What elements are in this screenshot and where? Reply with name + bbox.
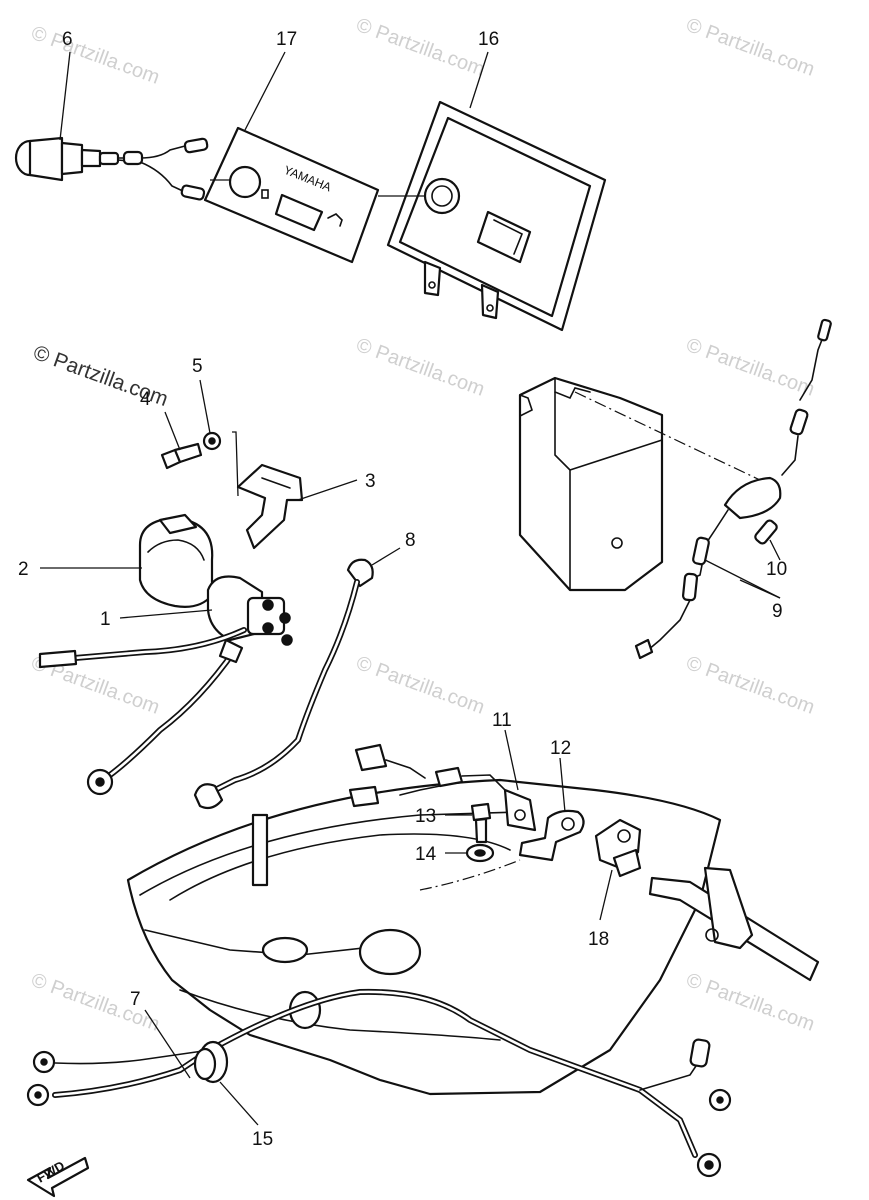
screw[interactable]: [470, 802, 492, 844]
callout-7: 7: [130, 989, 141, 1010]
washer-lower[interactable]: [465, 843, 495, 863]
cdi-lead[interactable]: [634, 318, 832, 660]
cdi-unit[interactable]: [518, 376, 761, 592]
watermark: © Partzilla.com: [28, 969, 162, 1036]
watermark: © Partzilla.com: [353, 652, 487, 719]
washer[interactable]: [202, 431, 222, 451]
leader-lines: [40, 51, 781, 1126]
bolt[interactable]: [160, 442, 203, 470]
callout-10: 10: [766, 559, 787, 580]
ignition-cover-plate[interactable]: YAMAHA: [203, 126, 380, 264]
watermark: © Partzilla.com: [353, 334, 487, 401]
switch-bracket[interactable]: [518, 809, 585, 862]
callout-1: 1: [100, 609, 111, 630]
watermark: © Partzilla.com: [683, 334, 817, 401]
grommet[interactable]: [193, 1040, 229, 1084]
callout-9: 9: [772, 601, 783, 622]
callout-3: 3: [365, 471, 376, 492]
shift-clip[interactable]: [594, 818, 642, 878]
watermark: © Partzilla.com: [683, 652, 817, 719]
callout-13: 13: [415, 806, 436, 827]
watermark: © Partzilla.com: [683, 14, 817, 81]
ignition-box-housing[interactable]: [210, 100, 607, 332]
fwd-arrow: FWD: [26, 1156, 90, 1198]
watermark: © Partzilla.com: [28, 22, 162, 89]
callout-12: 12: [550, 738, 571, 759]
wire-harness[interactable]: [26, 988, 732, 1178]
ignition-switch[interactable]: [14, 136, 209, 201]
callout-14: 14: [415, 844, 437, 865]
fuse[interactable]: [754, 519, 779, 545]
solenoid-holder[interactable]: [138, 513, 214, 608]
callout-18: 18: [588, 929, 609, 950]
callout-17: 17: [276, 29, 297, 50]
callouts: 6 17 16 5 4 3 2 1 8 10 9 11 12 13 14 18 …: [18, 29, 787, 1150]
callout-16: 16: [478, 29, 499, 50]
callout-11: 11: [492, 710, 512, 731]
watermark: © Partzilla.com: [353, 14, 487, 81]
callout-6: 6: [62, 29, 73, 50]
neutral-switch[interactable]: [348, 743, 537, 832]
starter-solenoid[interactable]: [38, 575, 293, 796]
watermark: © Partzilla.com: [683, 969, 817, 1036]
callout-4: 4: [140, 389, 151, 410]
battery-cable[interactable]: [193, 558, 374, 810]
callout-5: 5: [192, 356, 203, 377]
callout-8: 8: [405, 530, 416, 551]
callout-15: 15: [252, 1129, 273, 1150]
callout-2: 2: [18, 559, 29, 580]
shift-shaft[interactable]: [648, 866, 820, 982]
solenoid-bracket[interactable]: [232, 431, 304, 550]
